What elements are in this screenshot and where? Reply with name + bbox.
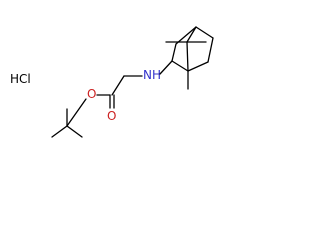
bridge-bond-c1 [186,41,189,72]
amine-label: NH [143,68,161,82]
nitrogen-to-ring-bond [159,60,173,75]
structure-diagram: HCl O O NH [10,26,214,138]
ring-bond-c2-c1 [171,60,189,72]
ring-bond-c4-c5 [195,26,214,39]
ring-bond-c6-c1 [187,61,209,72]
ring-bond-c2-c3 [171,43,177,62]
ring-bond-c5-c6 [207,37,214,63]
tbutyl-bond-methyl-left [51,125,68,138]
tbutyl-bond-to-ester-oxygen [66,98,87,127]
bridge-bond-c4 [186,26,197,43]
tbutyl-bond-methyl-right [66,125,83,138]
carbonyl-oxygen-label: O [107,109,116,123]
ring-bond-c3-c4 [175,26,197,45]
hcl-label: HCl [10,72,31,86]
ester-oxygen-label: O [87,87,96,101]
carbonyl-to-ch2-bond [111,75,125,96]
